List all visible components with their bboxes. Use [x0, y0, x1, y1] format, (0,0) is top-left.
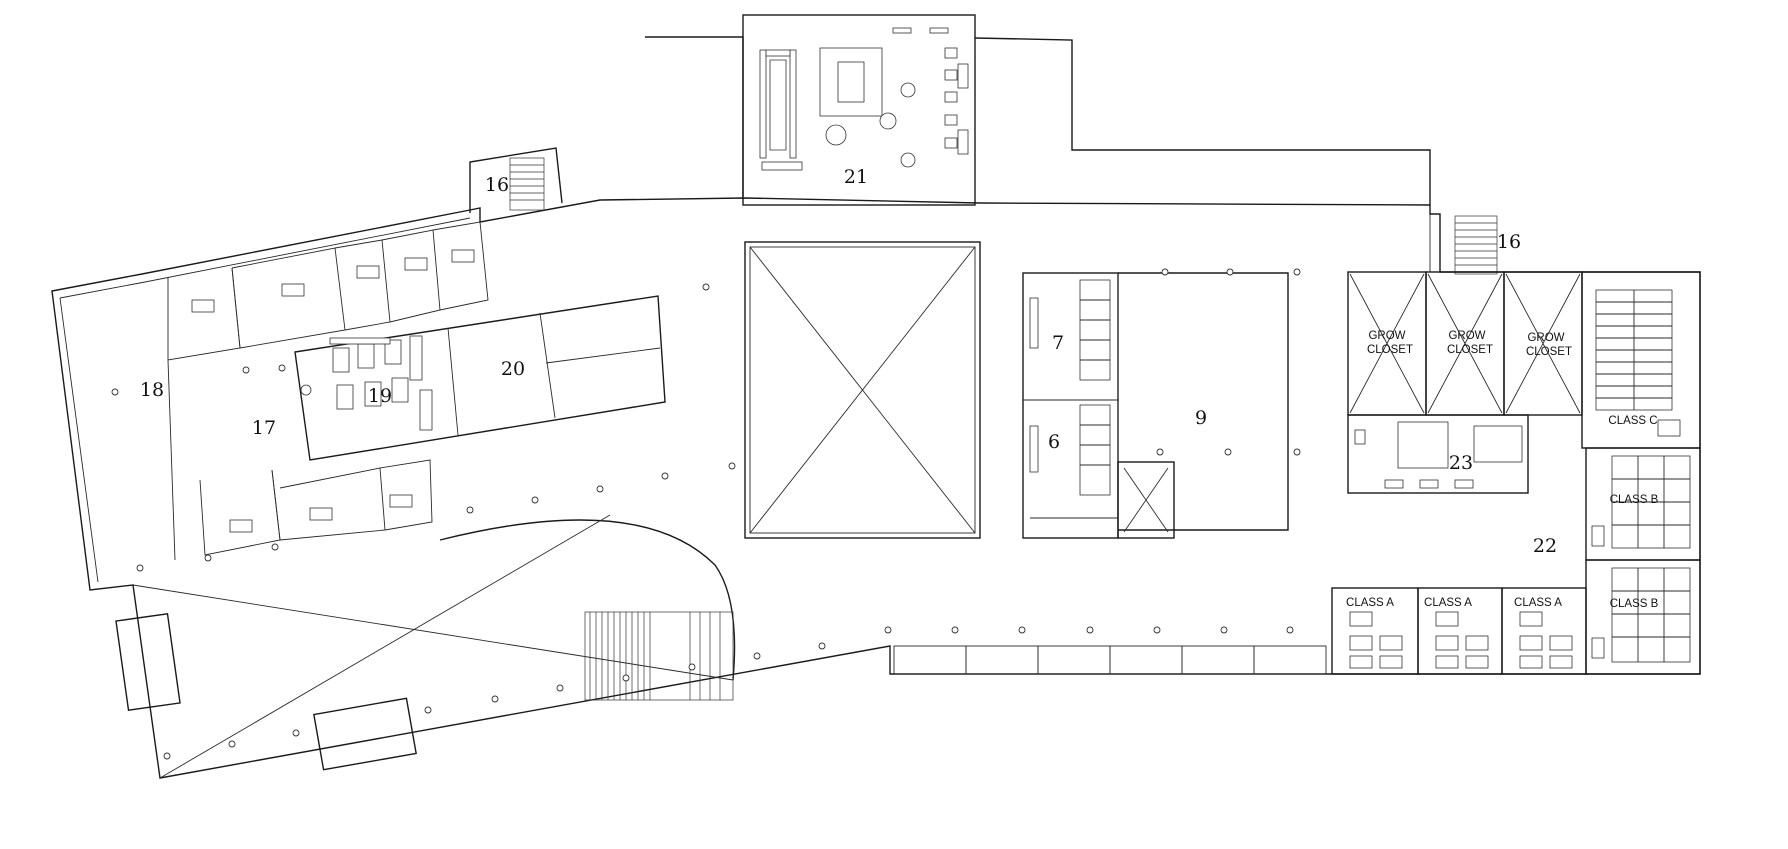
- room-19-label: 19: [368, 385, 392, 407]
- room-6-label: 6: [1048, 431, 1060, 453]
- grow-closet-2-line2: CLOSET: [1447, 344, 1493, 356]
- room-16-right-label: 16: [1497, 231, 1521, 253]
- room-20-label: 20: [501, 358, 525, 380]
- room-16-left-label: 16: [485, 174, 509, 196]
- class-a-2-label: CLASS A: [1424, 597, 1472, 609]
- left-wing: [115, 157, 736, 779]
- grow-closet-2-line1: GROW: [1448, 330, 1485, 342]
- room-labels: 16 16 18 17 19 20 21 7 6 9 23 22 GROW CL…: [140, 166, 1659, 610]
- class-a-1-label: CLASS A: [1346, 597, 1394, 609]
- class-b-top-label: CLASS B: [1610, 494, 1659, 506]
- room-9-label: 9: [1195, 407, 1207, 429]
- room-7-label: 7: [1052, 332, 1064, 354]
- room-21-furniture: [759, 27, 969, 171]
- restrooms: [1022, 272, 1119, 539]
- grow-closet-1-line2: CLOSET: [1367, 344, 1413, 356]
- class-c-label: CLASS C: [1608, 415, 1657, 427]
- outer-walls: [51, 14, 1701, 779]
- class-a-3-label: CLASS A: [1514, 597, 1562, 609]
- columns: [111, 268, 1301, 760]
- room-22-label: 22: [1533, 535, 1557, 557]
- room-21-label: 21: [844, 166, 868, 188]
- grow-closet-1-line1: GROW: [1368, 330, 1405, 342]
- central-void: [744, 241, 981, 539]
- grow-closet-3-line1: GROW: [1527, 332, 1564, 344]
- grow-closet-3-line2: CLOSET: [1526, 346, 1572, 358]
- room-18-label: 18: [140, 379, 164, 401]
- class-b-bottom-label: CLASS B: [1610, 598, 1659, 610]
- room-17-label: 17: [252, 417, 276, 439]
- right-wing: [893, 215, 1701, 675]
- room-9: [1117, 272, 1289, 539]
- room-23-label: 23: [1449, 452, 1473, 474]
